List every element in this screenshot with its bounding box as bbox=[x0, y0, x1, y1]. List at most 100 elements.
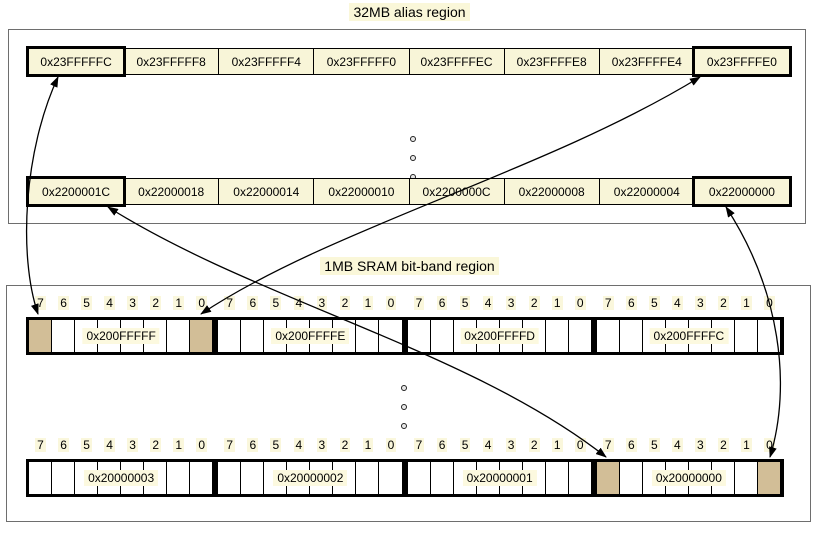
bit-cell bbox=[619, 320, 643, 352]
sram-region-title: 1MB SRAM bit-band region bbox=[0, 257, 819, 275]
alias-address-cell: 0x23FFFFE4 bbox=[598, 48, 695, 75]
bit-number: 5 bbox=[75, 438, 98, 452]
bit-number: 6 bbox=[431, 296, 454, 310]
bit-number-label: 5 bbox=[648, 438, 660, 452]
bit-number: 4 bbox=[287, 296, 310, 310]
bit-number-label: 3 bbox=[505, 438, 517, 452]
bit-number: 0 bbox=[379, 438, 402, 452]
bit-number: 4 bbox=[666, 296, 689, 310]
bit-number: 7 bbox=[29, 296, 52, 310]
bit-number-label: 1 bbox=[741, 296, 752, 310]
bit-cell bbox=[379, 462, 403, 494]
alias-ellipsis-dots bbox=[410, 136, 416, 180]
alias-region-title-text: 32MB alias region bbox=[349, 3, 470, 21]
bit-number: 2 bbox=[144, 296, 167, 310]
byte-address-label: 0x20000002 bbox=[273, 470, 348, 486]
bit-cell bbox=[241, 462, 265, 494]
bit-number-label: 5 bbox=[270, 296, 282, 310]
bit-cell bbox=[167, 320, 191, 352]
bit-number-label: 3 bbox=[127, 296, 138, 310]
bit-cell bbox=[356, 462, 380, 494]
bit-cell bbox=[568, 462, 592, 494]
bit-number: 5 bbox=[75, 296, 98, 310]
bit-number: 5 bbox=[264, 438, 287, 452]
byte-group: 0x200FFFFD bbox=[404, 317, 595, 355]
byte-group: 0x20000001 bbox=[404, 459, 595, 497]
bit-number-label: 6 bbox=[58, 296, 69, 310]
alias-address-cell: 0x22000004 bbox=[598, 178, 695, 205]
bit-number-label: 7 bbox=[224, 438, 236, 452]
bit-number-label: 3 bbox=[316, 296, 328, 310]
alias-address-cell: 0x2200000C bbox=[408, 178, 505, 205]
bit-cell bbox=[596, 320, 620, 352]
bit-cell bbox=[218, 462, 242, 494]
bit-number-label: 1 bbox=[551, 296, 563, 310]
bit-number-label: 5 bbox=[81, 438, 92, 452]
bit-number: 3 bbox=[310, 438, 333, 452]
bit-cell bbox=[545, 320, 569, 352]
bit-number-label: 4 bbox=[482, 296, 494, 310]
bit-number-label: 1 bbox=[173, 296, 185, 310]
bit-number: 4 bbox=[98, 438, 121, 452]
bit-number-label: 6 bbox=[247, 296, 259, 310]
bit-number: 7 bbox=[218, 296, 241, 310]
bit-cell bbox=[356, 320, 380, 352]
ellipsis-dot bbox=[401, 385, 407, 391]
bit-number-label: 3 bbox=[127, 438, 138, 452]
ellipsis-dot bbox=[401, 423, 407, 429]
byte-group: 0x20000002 bbox=[215, 459, 406, 497]
bit-number-label: 2 bbox=[339, 296, 351, 310]
bit-cell bbox=[734, 462, 758, 494]
bit-cell bbox=[379, 320, 403, 352]
byte-group: 0x200FFFFC bbox=[593, 317, 784, 355]
bit-number-label: 0 bbox=[764, 438, 775, 452]
bit-number-label: 2 bbox=[718, 296, 729, 310]
bit-number: 1 bbox=[735, 296, 758, 310]
bit-number: 0 bbox=[758, 296, 781, 310]
bit-number: 6 bbox=[241, 438, 264, 452]
bit-number: 4 bbox=[477, 296, 500, 310]
bit-number: 3 bbox=[689, 438, 712, 452]
alias-address-cell: 0x23FFFFF8 bbox=[123, 48, 220, 75]
bit-number: 2 bbox=[333, 438, 356, 452]
bit-number: 1 bbox=[546, 296, 569, 310]
alias-address-cell: 0x22000018 bbox=[123, 178, 220, 205]
bit-number-label: 7 bbox=[35, 296, 46, 310]
bit-number-label: 2 bbox=[150, 296, 162, 310]
bit-cell bbox=[619, 462, 643, 494]
bit-number-label: 5 bbox=[270, 438, 282, 452]
alias-address-cell-highlighted: 0x2200001C bbox=[28, 178, 125, 205]
byte-group: 0x200FFFFE bbox=[215, 317, 406, 355]
bit-cell bbox=[430, 320, 454, 352]
bit-number: 6 bbox=[52, 438, 75, 452]
bit-number-label: 0 bbox=[196, 438, 208, 452]
byte-address-label: 0x200FFFFF bbox=[82, 328, 160, 344]
bit-number-label: 0 bbox=[196, 296, 208, 310]
bit-number-label: 7 bbox=[224, 296, 236, 310]
bit-cell bbox=[52, 462, 76, 494]
sram-region-title-text: 1MB SRAM bit-band region bbox=[320, 257, 499, 275]
bit-number: 0 bbox=[190, 296, 213, 310]
bit-cell bbox=[52, 320, 76, 352]
bit-cell bbox=[167, 462, 191, 494]
bit-number: 6 bbox=[52, 296, 75, 310]
bit-number-label: 0 bbox=[574, 296, 586, 310]
bit-number: 0 bbox=[758, 438, 781, 452]
bit-number-label: 2 bbox=[718, 438, 729, 452]
bit-number: 4 bbox=[98, 296, 121, 310]
bit-number: 7 bbox=[597, 438, 620, 452]
bit-number: 2 bbox=[144, 438, 167, 452]
bit-number-label: 2 bbox=[150, 438, 162, 452]
bit-number-label: 7 bbox=[413, 296, 425, 310]
bit-number: 3 bbox=[121, 296, 144, 310]
